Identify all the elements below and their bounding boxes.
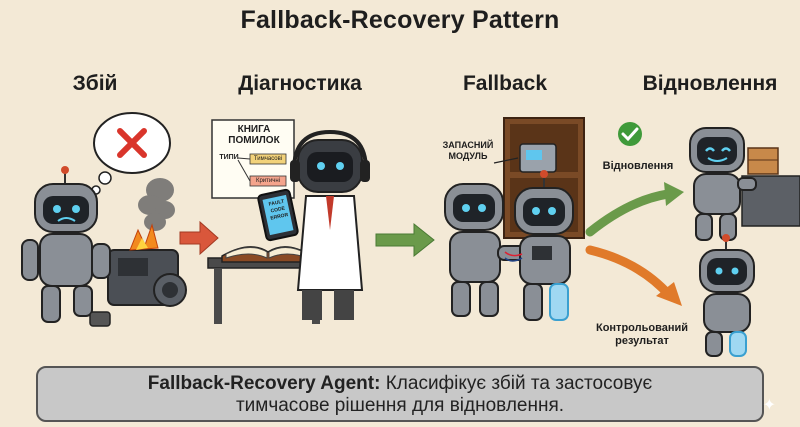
caption-description: Класифікує збій та застосовує (380, 373, 653, 394)
arrow-failure-to-diagnostics (179, 220, 219, 256)
controlled-result-robot (699, 234, 755, 357)
recovered-robot (689, 127, 757, 241)
book-sign-line1: КНИГА (237, 124, 271, 135)
arrow-to-controlled-result (585, 245, 682, 306)
branch-label-controlled-result: Контрольований результат (590, 322, 694, 348)
stage-label-diagnostics: Діагностика (238, 72, 362, 95)
arrow-to-recovery (585, 182, 684, 237)
caption-box: Fallback-Recovery Agent: Класифікує збій… (36, 366, 764, 422)
thought-bubble (91, 112, 171, 195)
tablet-icon (257, 188, 299, 242)
book-sign-tag-temporary: Тимчасові (253, 156, 283, 162)
broken-machine (107, 223, 187, 307)
caption-agent-name: Fallback-Recovery Agent: (147, 373, 381, 394)
stage-label-failure: Збій (72, 72, 118, 95)
spare-module-label: ЗАПАСНИЙ МОДУЛЬ (436, 140, 500, 162)
book-sign-line2: ПОМИЛОК (228, 135, 280, 146)
stage-label-recovery: Відновлення (642, 72, 778, 95)
error-x-icon (117, 128, 147, 158)
controlled-result-line1: Контрольований (595, 322, 688, 334)
stage-label-fallback: Fallback (462, 72, 548, 95)
sparkle-icon: ✦ (762, 397, 776, 414)
branch-label-recovery: Відновлення (602, 160, 674, 172)
caption-line-2: тимчасове рішення для відновлення. (235, 395, 565, 416)
arrow-diagnostics-to-fallback (375, 222, 435, 258)
caption-line-1: Fallback-Recovery Agent: Класифікує збій… (38, 373, 762, 395)
fallback-robot-right (504, 170, 574, 321)
book-sign-title: КНИГА ПОМИЛОК (226, 124, 282, 146)
success-check-icon (618, 122, 642, 146)
open-book-icon (221, 246, 313, 263)
diagnostic-robot (290, 129, 370, 320)
book-sign-types: ТИПИ (219, 154, 239, 161)
page-title: Fallback-Recovery Pattern (240, 6, 560, 34)
failing-robot (21, 166, 111, 327)
controlled-result-line2: результат (615, 335, 669, 347)
fallback-robot-left (444, 183, 529, 317)
spare-module-line2: МОДУЛЬ (448, 151, 488, 161)
smoke-icon (138, 178, 175, 231)
book-sign-tag-critical: Критичні (255, 178, 281, 184)
spare-module-line1: ЗАПАСНИЙ (442, 140, 494, 150)
